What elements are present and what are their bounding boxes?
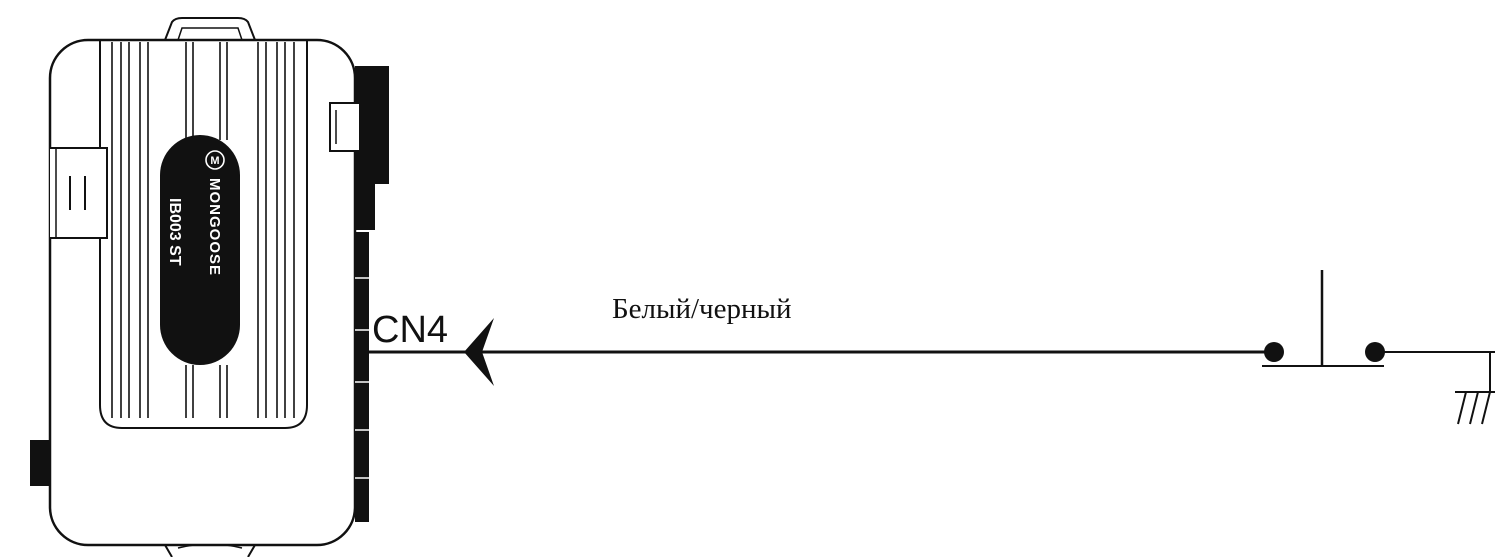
- module-bottom-tab: [164, 544, 256, 557]
- alarm-module: M MONGOOSE IB003 ST: [30, 17, 389, 557]
- model-label: IB003 ST: [166, 198, 183, 266]
- module-ribs: [111, 42, 295, 418]
- module-left-clip: [50, 147, 108, 239]
- module-label: M MONGOOSE IB003 ST: [160, 135, 240, 365]
- push-button-switch: [1262, 270, 1385, 367]
- switch-contact-left: [1264, 342, 1284, 362]
- ground-icon: [1455, 352, 1495, 425]
- logo-mark: M: [210, 155, 219, 167]
- wire-color-label: Белый/черный: [612, 293, 792, 325]
- connector-label: CN4: [372, 309, 448, 351]
- module-right-connectors: [329, 66, 389, 522]
- module-left-connector: [30, 440, 50, 486]
- module-inner-panel: [99, 40, 308, 429]
- logo-mark-circle: [205, 150, 225, 170]
- module-top-tab: [164, 17, 256, 41]
- brand-logo: MONGOOSE: [206, 178, 223, 276]
